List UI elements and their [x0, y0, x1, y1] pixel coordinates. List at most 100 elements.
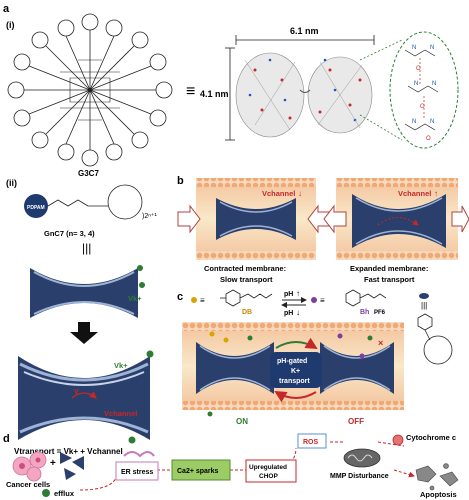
right-caption-2: Fast transport: [364, 275, 415, 284]
ca-sparks-label: Ca2+ sparks: [177, 468, 219, 475]
bh-structure: [345, 289, 387, 307]
right-caption-1: Expanded membrane:: [350, 264, 428, 273]
mitochondria-icon: [343, 448, 381, 468]
v-channel-left: Vchannel: [262, 189, 295, 198]
molecular-model: [235, 52, 373, 138]
membrane-expanded: [336, 178, 458, 260]
efflux-label: efflux: [54, 489, 75, 498]
panel-a-sub-i: (i): [6, 20, 15, 30]
h-bond-zoom-circle: [389, 31, 459, 149]
v-k-label-top: Vk+: [128, 294, 142, 303]
ph-down-arrow: ↓: [296, 308, 300, 317]
db-structure: [220, 289, 273, 307]
ph-up-arrow: ↑: [296, 289, 300, 298]
ph-down-label: pH: [284, 310, 293, 317]
ros-label: ROS: [303, 439, 319, 446]
channel-bottom: [18, 350, 154, 444]
gnc7-series-label: GnC7 (n= 3, 4): [44, 229, 95, 238]
er-icon: [123, 451, 155, 458]
v-channel-right-up: ↑: [434, 189, 438, 198]
db-equiv: ≡: [200, 296, 205, 305]
ca-sparks-box: [171, 459, 231, 481]
compress-arrow-left: [177, 204, 201, 234]
width-label: 6.1 nm: [290, 26, 319, 36]
chop-line-1: Upregulated: [249, 464, 287, 471]
v-symbol: V: [74, 389, 79, 396]
compress-arrow-right: [307, 204, 331, 234]
h-bond-atoms: N N O N N O N N O: [412, 45, 436, 142]
db-ball-icon: [191, 297, 197, 303]
v-channel-left-down: ↓: [298, 189, 302, 198]
panel-c-letter: c: [177, 291, 183, 303]
gate-line-3: transport: [279, 378, 310, 385]
channel-cluster-icon: [60, 452, 84, 480]
svg-text:O: O: [426, 136, 431, 142]
cytochrome-icon: [392, 434, 404, 446]
er-stress-label: ER stress: [121, 469, 153, 476]
host-structure: [417, 313, 453, 365]
gate-line-2: K+: [291, 368, 300, 375]
bh-ball-icon: [311, 297, 317, 303]
pathway-arrows: [79, 441, 414, 491]
svg-text:N: N: [432, 81, 436, 87]
svg-text:N: N: [430, 119, 434, 125]
svg-text:N: N: [430, 45, 434, 51]
panel-d-letter: d: [3, 433, 10, 445]
svg-text:O: O: [416, 66, 421, 72]
ph-gate-box: [270, 352, 322, 388]
ph-up-label: pH: [284, 291, 293, 298]
gate-arrow-top: [275, 337, 318, 350]
on-label: ON: [236, 417, 248, 426]
h-bond-structure: [404, 49, 439, 131]
gate-arrow-bottom: [274, 390, 317, 403]
panel-b-letter: b: [177, 175, 184, 187]
cancer-cells-icon: [12, 451, 47, 482]
membrane-contracted: [196, 178, 316, 260]
cytochrome-label: Cytochrome c: [406, 433, 456, 442]
v-channel-label: Vchannel: [104, 409, 137, 418]
expand-arrow-right: [451, 205, 469, 233]
ros-box: [297, 433, 327, 449]
gnc7-structure: [47, 184, 143, 220]
mmp-label: MMP Disturbance: [330, 473, 389, 480]
er-stress-box: [115, 461, 159, 481]
host-equiv: |||: [421, 301, 427, 310]
v-k-label-bottom: Vk+: [114, 361, 128, 370]
left-caption-1: Contracted membrane:: [204, 264, 286, 273]
left-caption-2: Slow transport: [220, 275, 273, 284]
apoptosis-icon: [415, 463, 459, 491]
pf6-label: PF6: [374, 310, 386, 316]
g3c7-dendrimer: [7, 13, 173, 167]
pdpam-core-icon: [24, 194, 48, 218]
down-arrow: [70, 322, 98, 344]
off-label: OFF: [348, 417, 364, 426]
gnc7-subscript: )2ⁿ⁺¹: [142, 213, 157, 220]
chop-box: [245, 459, 297, 483]
equivalence-symbol: ≡: [186, 83, 195, 100]
equiv-vertical: |||: [82, 241, 91, 255]
membrane-c: ×: [182, 322, 404, 417]
efflux-ion-icon: [42, 489, 50, 497]
host-icon: [419, 293, 429, 299]
plus-sign: +: [50, 458, 56, 469]
db-label: DB: [242, 309, 252, 316]
svg-text:N: N: [412, 119, 416, 125]
apoptosis-label: Apoptosis: [420, 490, 457, 499]
height-label: 4.1 nm: [200, 89, 229, 99]
panel-a-sub-ii: (ii): [6, 178, 17, 188]
bh-equiv: ≡: [320, 296, 325, 305]
svg-text:N: N: [412, 45, 416, 51]
svg-text:×: ×: [378, 338, 383, 348]
bh-label: Bh: [360, 309, 369, 316]
transport-equation: Vtransport = Vk+ + Vchannel: [14, 447, 123, 456]
pdpam-label: PDPAM: [27, 205, 45, 211]
svg-text:N: N: [414, 81, 418, 87]
cancer-cells-label: Cancer cells: [6, 480, 50, 489]
gate-line-1: pH-gated: [277, 358, 307, 365]
g3c7-label: G3C7: [78, 169, 99, 178]
expand-arrow-left: [323, 204, 347, 234]
channel-top: [30, 265, 145, 318]
svg-text:O: O: [420, 104, 425, 110]
v-channel-right: Vchannel: [398, 189, 431, 198]
